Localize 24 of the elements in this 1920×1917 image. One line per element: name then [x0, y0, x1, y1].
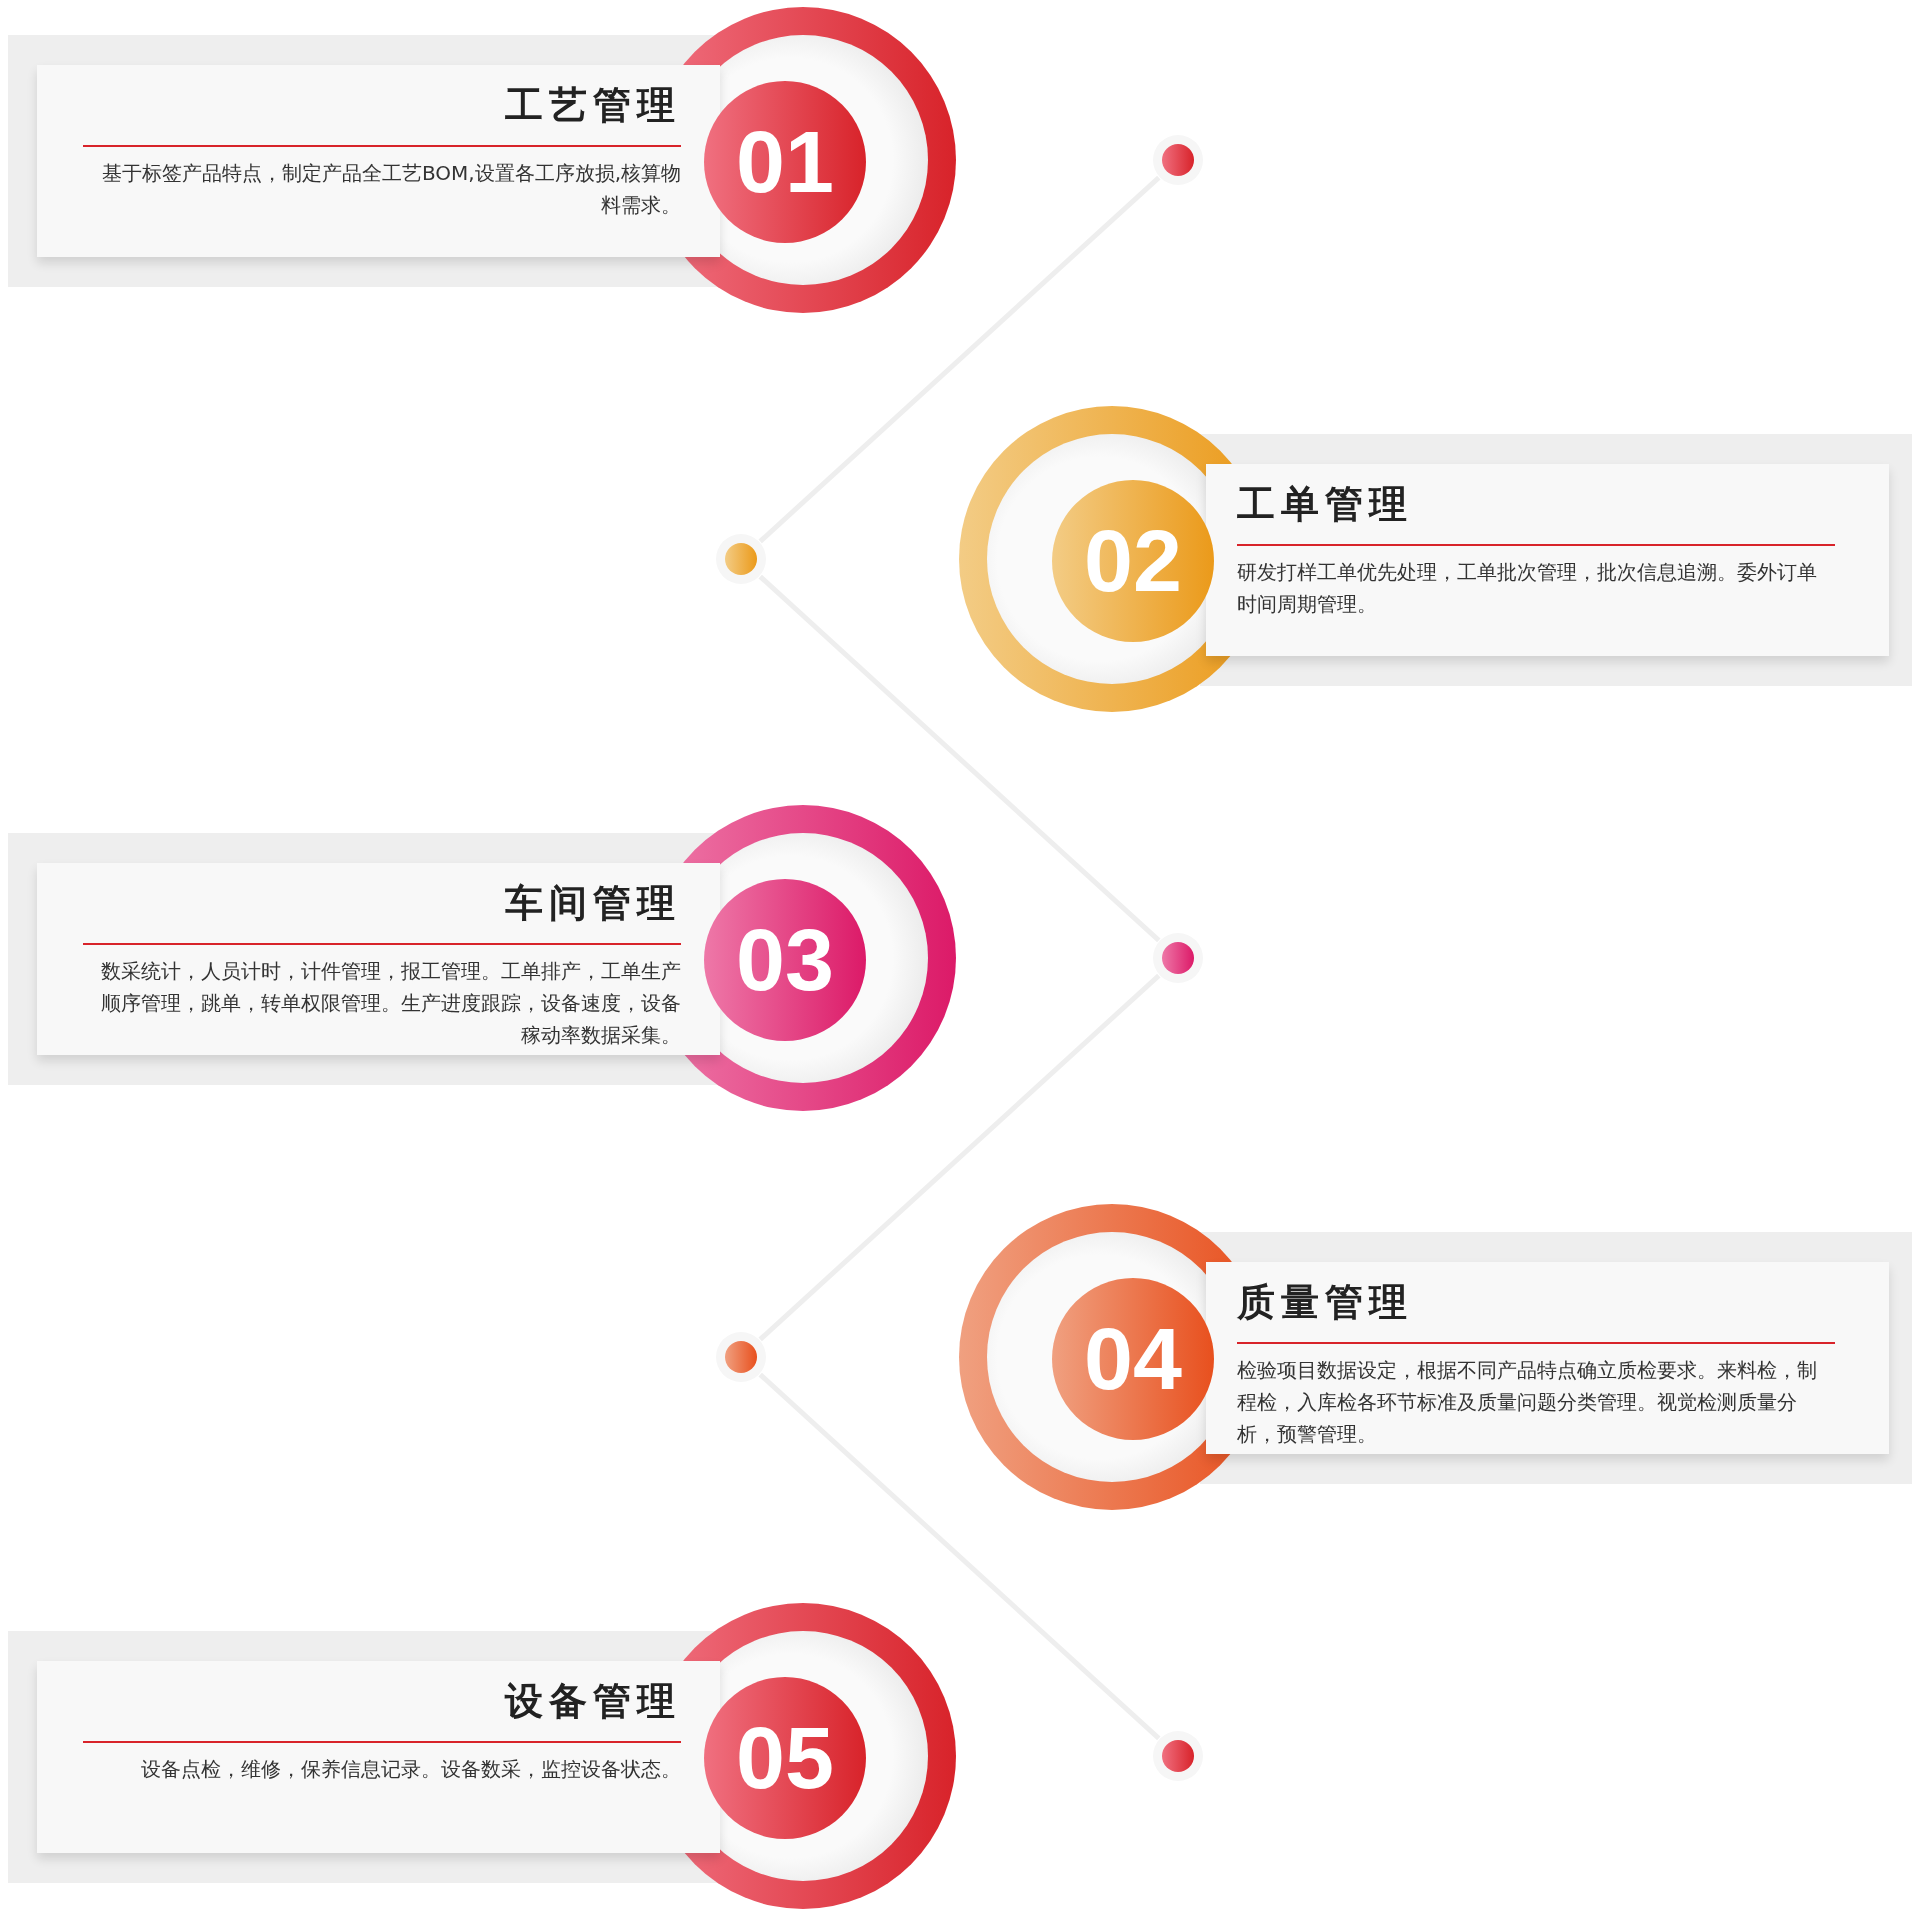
card-description: 基于标签产品特点，制定产品全工艺BOM,设置各工序放损,核算物料需求。: [100, 160, 681, 219]
step-number: 03: [736, 909, 834, 1011]
step-number: 04: [1084, 1308, 1182, 1410]
card-description: 检验项目数据设定，根据不同产品特点确立质检要求。来料检，制程检，入库检各环节标准及质量问题分类管理。视觉检测质量分析，预警管理。: [1237, 1357, 1818, 1448]
connector-line: [758, 973, 1161, 1342]
card-description: 设备点检，维修，保养信息记录。设备数采，监控设备状态。: [140, 1756, 681, 1783]
card-description: 研发打样工单优先处理，工单批次管理，批次信息追溯。委外订单时间周期管理。: [1237, 559, 1818, 618]
step-number: 05: [736, 1707, 834, 1809]
card-description: 数采统计，人员计时，计件管理，报工管理。工单排产，工单生产顺序管理，跳单，转单权限管理。生产进度跟踪，设备速度，设备稼动率数据采集。: [100, 958, 681, 1049]
info-card: [37, 1661, 720, 1853]
connector-line: [758, 574, 1161, 943]
step-number: 01: [736, 111, 834, 213]
card-title: 车间管理: [504, 880, 681, 927]
card-title: 工单管理: [1237, 481, 1414, 528]
step-number: 02: [1084, 510, 1182, 612]
card-title: 设备管理: [503, 1678, 681, 1725]
connector-line: [758, 175, 1161, 544]
info-card: [1206, 464, 1889, 656]
info-card: [1206, 1262, 1889, 1454]
info-card: [37, 65, 720, 257]
card-title: 工艺管理: [504, 82, 681, 129]
connector-line: [758, 1372, 1161, 1741]
card-title: 质量管理: [1237, 1279, 1414, 1326]
info-card: [37, 863, 720, 1055]
